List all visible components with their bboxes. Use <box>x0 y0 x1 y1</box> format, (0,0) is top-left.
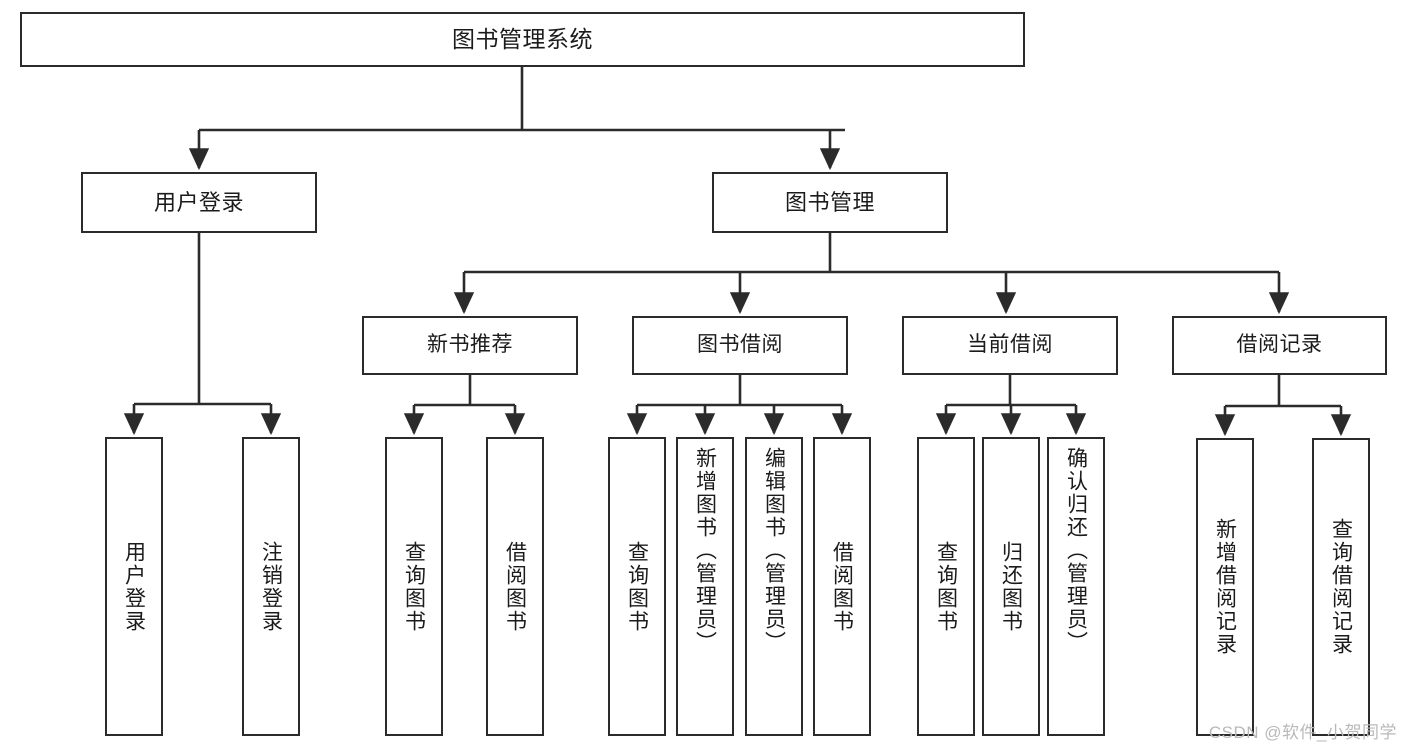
node-leaf-return-book[interactable]: 归还图书 <box>982 437 1040 736</box>
node-book-borrow[interactable]: 图书借阅 <box>632 316 848 375</box>
node-leaf-query-borrow-record-label: 查询借阅记录 <box>1329 518 1353 656</box>
node-leaf-return-book-label: 归还图书 <box>999 540 1023 633</box>
node-leaf-borrow-book[interactable]: 借阅图书 <box>813 437 871 736</box>
node-leaf-query-borrow-record[interactable]: 查询借阅记录 <box>1312 438 1370 736</box>
node-leaf-query-book-current-label: 查询图书 <box>934 540 958 633</box>
node-borrow-record-label: 借阅记录 <box>1236 333 1323 357</box>
node-leaf-query-book-label: 查询图书 <box>625 540 649 633</box>
node-leaf-user-logout[interactable]: 注销登录 <box>242 437 300 736</box>
node-new-book-recommend[interactable]: 新书推荐 <box>362 316 578 375</box>
node-leaf-edit-book-admin-label: 编辑图书（管理员） <box>762 447 786 654</box>
node-leaf-query-book-recommend[interactable]: 查询图书 <box>385 437 443 736</box>
node-user-login-label: 用户登录 <box>153 189 244 215</box>
node-borrow-record[interactable]: 借阅记录 <box>1172 316 1387 375</box>
node-leaf-add-book-admin-label: 新增图书（管理员） <box>693 447 717 654</box>
node-leaf-add-borrow-record[interactable]: 新增借阅记录 <box>1196 438 1254 736</box>
node-leaf-add-book-admin[interactable]: 新增图书（管理员） <box>676 437 734 736</box>
node-leaf-confirm-return-admin-label: 确认归还（管理员） <box>1064 447 1088 654</box>
node-leaf-borrow-book-recommend[interactable]: 借阅图书 <box>486 437 544 736</box>
node-user-login[interactable]: 用户登录 <box>81 172 317 233</box>
node-leaf-add-borrow-record-label: 新增借阅记录 <box>1213 518 1237 656</box>
node-leaf-borrow-book-recommend-label: 借阅图书 <box>503 540 527 633</box>
node-leaf-confirm-return-admin[interactable]: 确认归还（管理员） <box>1047 437 1105 736</box>
node-new-book-recommend-label: 新书推荐 <box>427 333 513 357</box>
node-leaf-borrow-book-label: 借阅图书 <box>830 540 854 633</box>
node-root-label: 图书管理系统 <box>452 25 593 52</box>
node-leaf-user-logout-label: 注销登录 <box>259 540 283 633</box>
node-current-borrow[interactable]: 当前借阅 <box>902 316 1118 375</box>
node-leaf-query-book-current[interactable]: 查询图书 <box>917 437 975 736</box>
node-leaf-edit-book-admin[interactable]: 编辑图书（管理员） <box>745 437 803 736</box>
node-leaf-query-book-recommend-label: 查询图书 <box>402 540 426 633</box>
node-root[interactable]: 图书管理系统 <box>20 12 1025 67</box>
node-leaf-user-login[interactable]: 用户登录 <box>105 437 163 736</box>
node-book-management[interactable]: 图书管理 <box>712 172 948 233</box>
node-book-management-label: 图书管理 <box>784 189 875 215</box>
node-current-borrow-label: 当前借阅 <box>967 333 1053 357</box>
node-book-borrow-label: 图书借阅 <box>697 333 783 357</box>
node-leaf-query-book[interactable]: 查询图书 <box>608 437 666 736</box>
node-leaf-user-login-label: 用户登录 <box>122 540 146 633</box>
